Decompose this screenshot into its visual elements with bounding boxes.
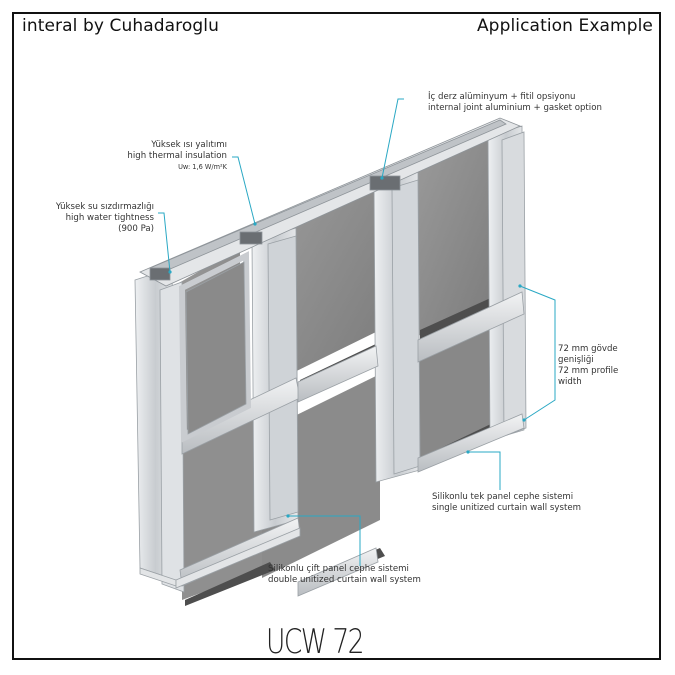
callout-width: 72 mm gövde genişliği 72 mm profile widt… bbox=[558, 344, 618, 388]
callout-double-tr: Silikonlu çift panel cephe sistemi bbox=[268, 564, 409, 574]
brand-label: interal by Cuhadaroglu bbox=[22, 16, 219, 36]
model-name: UCW 72 bbox=[266, 622, 365, 662]
callout-width-l4: width bbox=[558, 377, 582, 387]
callout-water-en: high water tightness bbox=[65, 213, 154, 223]
callout-single-tr: Silikonlu tek panel cephe sistemi bbox=[432, 492, 574, 502]
callout-joint: İç derz alüminyum + fitil opsiyonu inter… bbox=[428, 92, 602, 114]
top-frame bbox=[139, 117, 522, 287]
page-title: Application Example bbox=[476, 16, 653, 36]
callout-joint-tr: İç derz alüminyum + fitil opsiyonu bbox=[428, 92, 576, 102]
callout-width-l1: 72 mm gövde bbox=[558, 344, 618, 354]
page-border bbox=[12, 12, 661, 660]
callout-water-value: (900 Pa) bbox=[118, 224, 154, 234]
callout-thermal-en: high thermal insulation bbox=[127, 151, 227, 161]
callout-thermal: Yüksek ısı yalıtımı high thermal insulat… bbox=[127, 140, 227, 173]
callout-width-l3: 72 mm profile bbox=[558, 366, 619, 376]
callout-double: Silikonlu çift panel cephe sistemi doubl… bbox=[268, 564, 421, 586]
callout-water: Yüksek su sızdırmazlığı high water tight… bbox=[56, 202, 154, 235]
transoms bbox=[179, 291, 525, 597]
callout-width-l2: genişliği bbox=[558, 355, 594, 365]
leader-dots bbox=[168, 176, 526, 518]
callout-joint-en: internal joint aluminium + gasket option bbox=[428, 103, 602, 113]
bottom-frame bbox=[139, 527, 301, 589]
callout-thermal-tr: Yüksek ısı yalıtımı bbox=[151, 140, 227, 150]
callout-double-en: double unitized curtain wall system bbox=[268, 575, 421, 585]
callout-single: Silikonlu tek panel cephe sistemi single… bbox=[432, 492, 581, 514]
leader-lines bbox=[158, 98, 556, 566]
callout-water-tr: Yüksek su sızdırmazlığı bbox=[55, 202, 154, 212]
callout-thermal-value: Uw: 1,6 W/m²K bbox=[178, 163, 227, 171]
window-sash bbox=[178, 251, 252, 443]
callout-single-en: single unitized curtain wall system bbox=[432, 503, 581, 513]
